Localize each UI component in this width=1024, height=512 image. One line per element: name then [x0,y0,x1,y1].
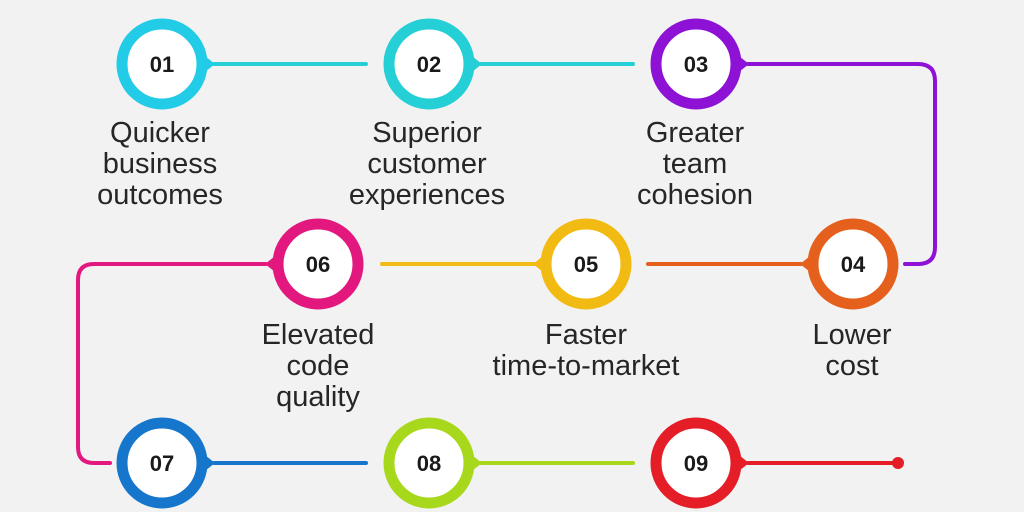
step-node-07: 07 [116,417,215,509]
step-number-04: 04 [841,252,866,277]
node-ring [116,18,208,110]
step-node-08: 08 [383,417,482,509]
node-ring [272,218,364,310]
connector-3-4 [746,62,937,266]
step-number-08: 08 [417,451,441,476]
step-label-02: Superior customer experiences [348,117,506,211]
connector-6-7 [76,262,268,465]
end-dot [892,457,904,469]
step-nodes: 01 02 03 04 05 06 07 08 09 [116,18,899,509]
step-number-02: 02 [417,52,441,77]
node-ring [650,417,742,509]
step-label-03: Greater team cohesion [636,117,754,211]
step-number-03: 03 [684,52,708,77]
step-number-09: 09 [684,451,708,476]
step-label-04: Lower cost [812,319,892,382]
step-node-01: 01 [116,18,215,110]
node-ring [650,18,742,110]
connectors [76,62,937,469]
step-label-01: Quicker business outcomes [97,117,223,211]
step-number-01: 01 [150,52,174,77]
step-label-06: Elevated code quality [261,319,375,413]
node-ring [383,18,475,110]
node-ring [540,218,632,310]
step-node-09: 09 [650,417,749,509]
step-number-05: 05 [574,252,598,277]
step-node-02: 02 [383,18,482,110]
step-label-05: Faster time-to-market [492,319,680,382]
step-node-06: 06 [265,218,364,310]
node-ring [807,218,899,310]
step-node-05: 05 [533,218,632,310]
step-number-06: 06 [306,252,330,277]
step-number-07: 07 [150,451,174,476]
node-ring [116,417,208,509]
step-node-03: 03 [650,18,749,110]
node-ring [383,417,475,509]
step-node-04: 04 [800,218,899,310]
